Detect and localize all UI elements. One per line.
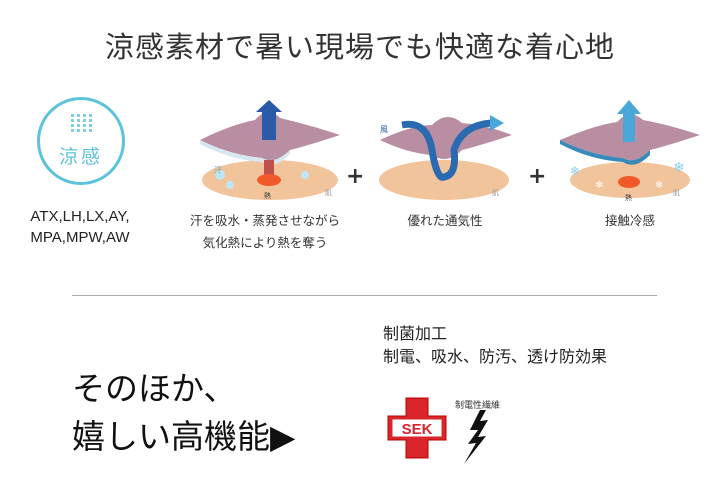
- features-line1: 制菌加工: [383, 324, 448, 343]
- breathability-illustration: 風 肌: [379, 115, 512, 200]
- plus-sign: +: [528, 164, 547, 189]
- caption-sweat-line1: 汗を吸水・蒸発させながら: [189, 213, 340, 228]
- features-line2: 制電、吸水、防汚、透け防効果: [383, 347, 608, 366]
- caption-cool-touch: 接触冷感: [604, 213, 655, 228]
- svg-text:❄: ❄: [673, 160, 685, 176]
- plus-sign: +: [346, 164, 365, 189]
- sek-logo-icon: SEK: [387, 397, 447, 459]
- divider: [72, 295, 657, 296]
- wind-label: 風: [380, 125, 388, 134]
- heat-label: 熱: [264, 191, 271, 200]
- svg-text:❄: ❄: [595, 180, 603, 191]
- model-codes-line2: MPA,MPW,AW: [30, 229, 130, 246]
- svg-text:❄: ❄: [655, 180, 663, 191]
- model-codes-line1: ATX,LH,LX,AY,: [30, 208, 130, 225]
- svg-text:SEK: SEK: [402, 421, 433, 438]
- lightning-icon: [464, 410, 488, 464]
- skin-label: 肌: [673, 189, 680, 197]
- heat-label: 熱: [625, 193, 632, 202]
- page-title: 涼感素材で暑い現場でも快適な着心地: [104, 30, 615, 64]
- caption-breathability: 優れた通気性: [407, 213, 483, 228]
- other-features-heading-line2: 嬉しい高機能▶: [72, 417, 296, 456]
- svg-text:❄: ❄: [570, 164, 580, 178]
- cool-touch-illustration: ❄ ❄ ❄ ❄ 熱 肌: [560, 100, 700, 202]
- skin-label: 肌: [325, 189, 332, 197]
- caption-sweat-line2: 気化熱により熱を奪う: [202, 235, 328, 250]
- sweat-absorb-illustration: 汗 熱 肌: [200, 100, 340, 200]
- other-features-heading-line1: そのほか、: [72, 369, 237, 408]
- cool-badge-icon: 涼感: [37, 97, 125, 185]
- skin-label: 肌: [492, 189, 499, 197]
- sweat-label: 汗: [214, 166, 222, 175]
- badge-label: 涼感: [58, 146, 103, 168]
- antistatic-label: 制電性繊維: [455, 401, 501, 411]
